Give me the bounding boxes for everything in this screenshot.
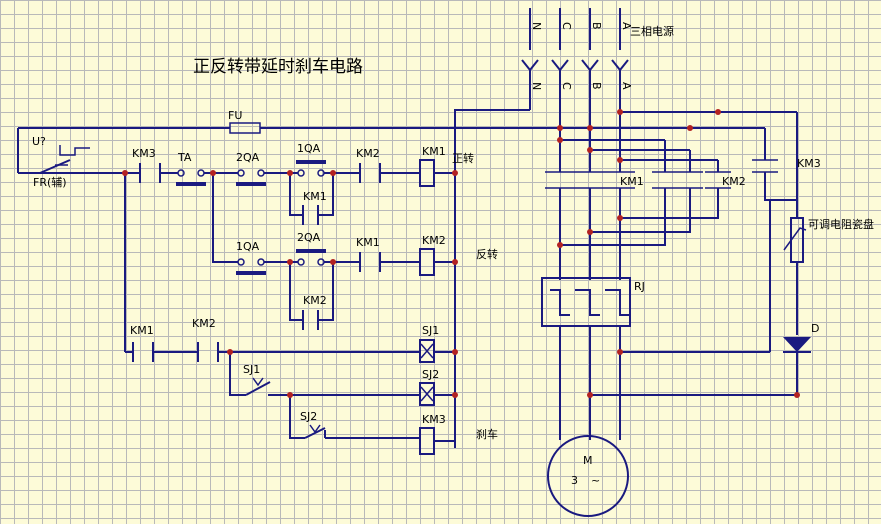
label-forward: 正转 xyxy=(452,151,474,165)
label-main-km2: KM2 xyxy=(722,175,746,188)
motor xyxy=(547,435,629,517)
phase-label-b-top: B xyxy=(590,22,603,30)
phase-label-c-top: C xyxy=(560,22,573,30)
junction xyxy=(287,170,293,176)
control-bus xyxy=(17,109,590,448)
label-km1-interlock: KM1 xyxy=(356,236,380,249)
junction xyxy=(587,229,593,235)
junction xyxy=(587,392,593,398)
junction xyxy=(617,215,623,221)
label-2qa-forward: 2QA xyxy=(236,151,260,164)
coil-km2 xyxy=(419,248,435,276)
junction xyxy=(687,125,693,131)
label-reverse: 反转 xyxy=(476,247,498,261)
label-km1-nc: KM1 xyxy=(130,324,154,337)
coil-km3 xyxy=(419,427,435,455)
label-main-km3: KM3 xyxy=(797,157,821,170)
label-resistor: 可调电阻瓷盘 xyxy=(808,217,874,231)
label-sj1-coil: SJ1 xyxy=(422,324,439,337)
fuse-fu xyxy=(229,122,261,134)
label-km3-contact: KM3 xyxy=(132,147,156,160)
label-brake: 刹车 xyxy=(476,427,498,441)
junction xyxy=(617,157,623,163)
phase-label-b-bottom: B xyxy=(590,82,603,90)
junction xyxy=(452,259,458,265)
junction xyxy=(227,349,233,355)
junction xyxy=(452,349,458,355)
junction xyxy=(452,392,458,398)
label-diode: D xyxy=(811,322,819,335)
label-km3-coil: KM3 xyxy=(422,413,446,426)
label-km2-interlock: KM2 xyxy=(356,147,380,160)
junction xyxy=(587,125,593,131)
junction xyxy=(330,170,336,176)
phase-label-n-top: N xyxy=(530,22,543,30)
phase-label-c-bottom: C xyxy=(560,82,573,90)
coil-km1 xyxy=(419,159,435,187)
junction xyxy=(587,147,593,153)
row-sj2 xyxy=(229,352,455,406)
junction xyxy=(122,170,128,176)
junction xyxy=(715,109,721,115)
junction xyxy=(330,259,336,265)
phase-label-a-bottom: A xyxy=(620,82,633,90)
junction xyxy=(452,170,458,176)
junctions xyxy=(122,109,800,398)
label-rj: RJ xyxy=(634,280,645,293)
thermal-relay-rj xyxy=(541,277,631,327)
label-motor-3: 3 xyxy=(571,474,578,487)
junction xyxy=(557,125,563,131)
label-motor-m: M xyxy=(583,454,593,467)
label-sj2-coil: SJ2 xyxy=(422,368,439,381)
phase-label-n-bottom: N xyxy=(530,82,543,90)
label-main-km1: KM1 xyxy=(620,175,644,188)
label-sj1-contact: SJ1 xyxy=(243,363,260,376)
label-1qa-forward: 1QA xyxy=(297,142,321,155)
junction xyxy=(287,259,293,265)
label-2qa-reverse: 2QA xyxy=(297,231,321,244)
adjustable-resistor xyxy=(790,217,804,263)
fr-thermal-contact xyxy=(39,145,90,174)
label-km2-hold: KM2 xyxy=(303,294,327,307)
phase-label-a-top: A xyxy=(620,22,633,30)
label-fr: FR(辅) xyxy=(33,175,67,189)
row-sj1 xyxy=(125,339,455,363)
junction xyxy=(557,137,563,143)
label-km2-coil: KM2 xyxy=(422,234,446,247)
row-reverse xyxy=(212,173,455,330)
label-km1-hold: KM1 xyxy=(303,190,327,203)
label-sj2-contact: SJ2 xyxy=(300,410,317,423)
label-ta: TA xyxy=(177,151,192,164)
diode-d xyxy=(783,337,811,352)
junction xyxy=(617,109,623,115)
junction xyxy=(287,392,293,398)
junction xyxy=(210,170,216,176)
label-km1-coil: KM1 xyxy=(422,145,446,158)
diagram-title: 正反转带延时刹车电路 xyxy=(193,57,363,77)
three-phase-supply: N C B A N C B A 三相电源 xyxy=(521,8,674,130)
label-1qa-reverse: 1QA xyxy=(236,240,260,253)
row-forward xyxy=(125,159,455,225)
junction xyxy=(617,349,623,355)
junction xyxy=(557,242,563,248)
row-brake xyxy=(289,395,455,455)
supply-label: 三相电源 xyxy=(630,24,674,38)
junction xyxy=(794,392,800,398)
label-u: U? xyxy=(32,135,46,148)
label-km2-nc: KM2 xyxy=(192,317,216,330)
label-fu: FU xyxy=(228,109,242,122)
label-motor-tilde: ~ xyxy=(591,474,600,487)
